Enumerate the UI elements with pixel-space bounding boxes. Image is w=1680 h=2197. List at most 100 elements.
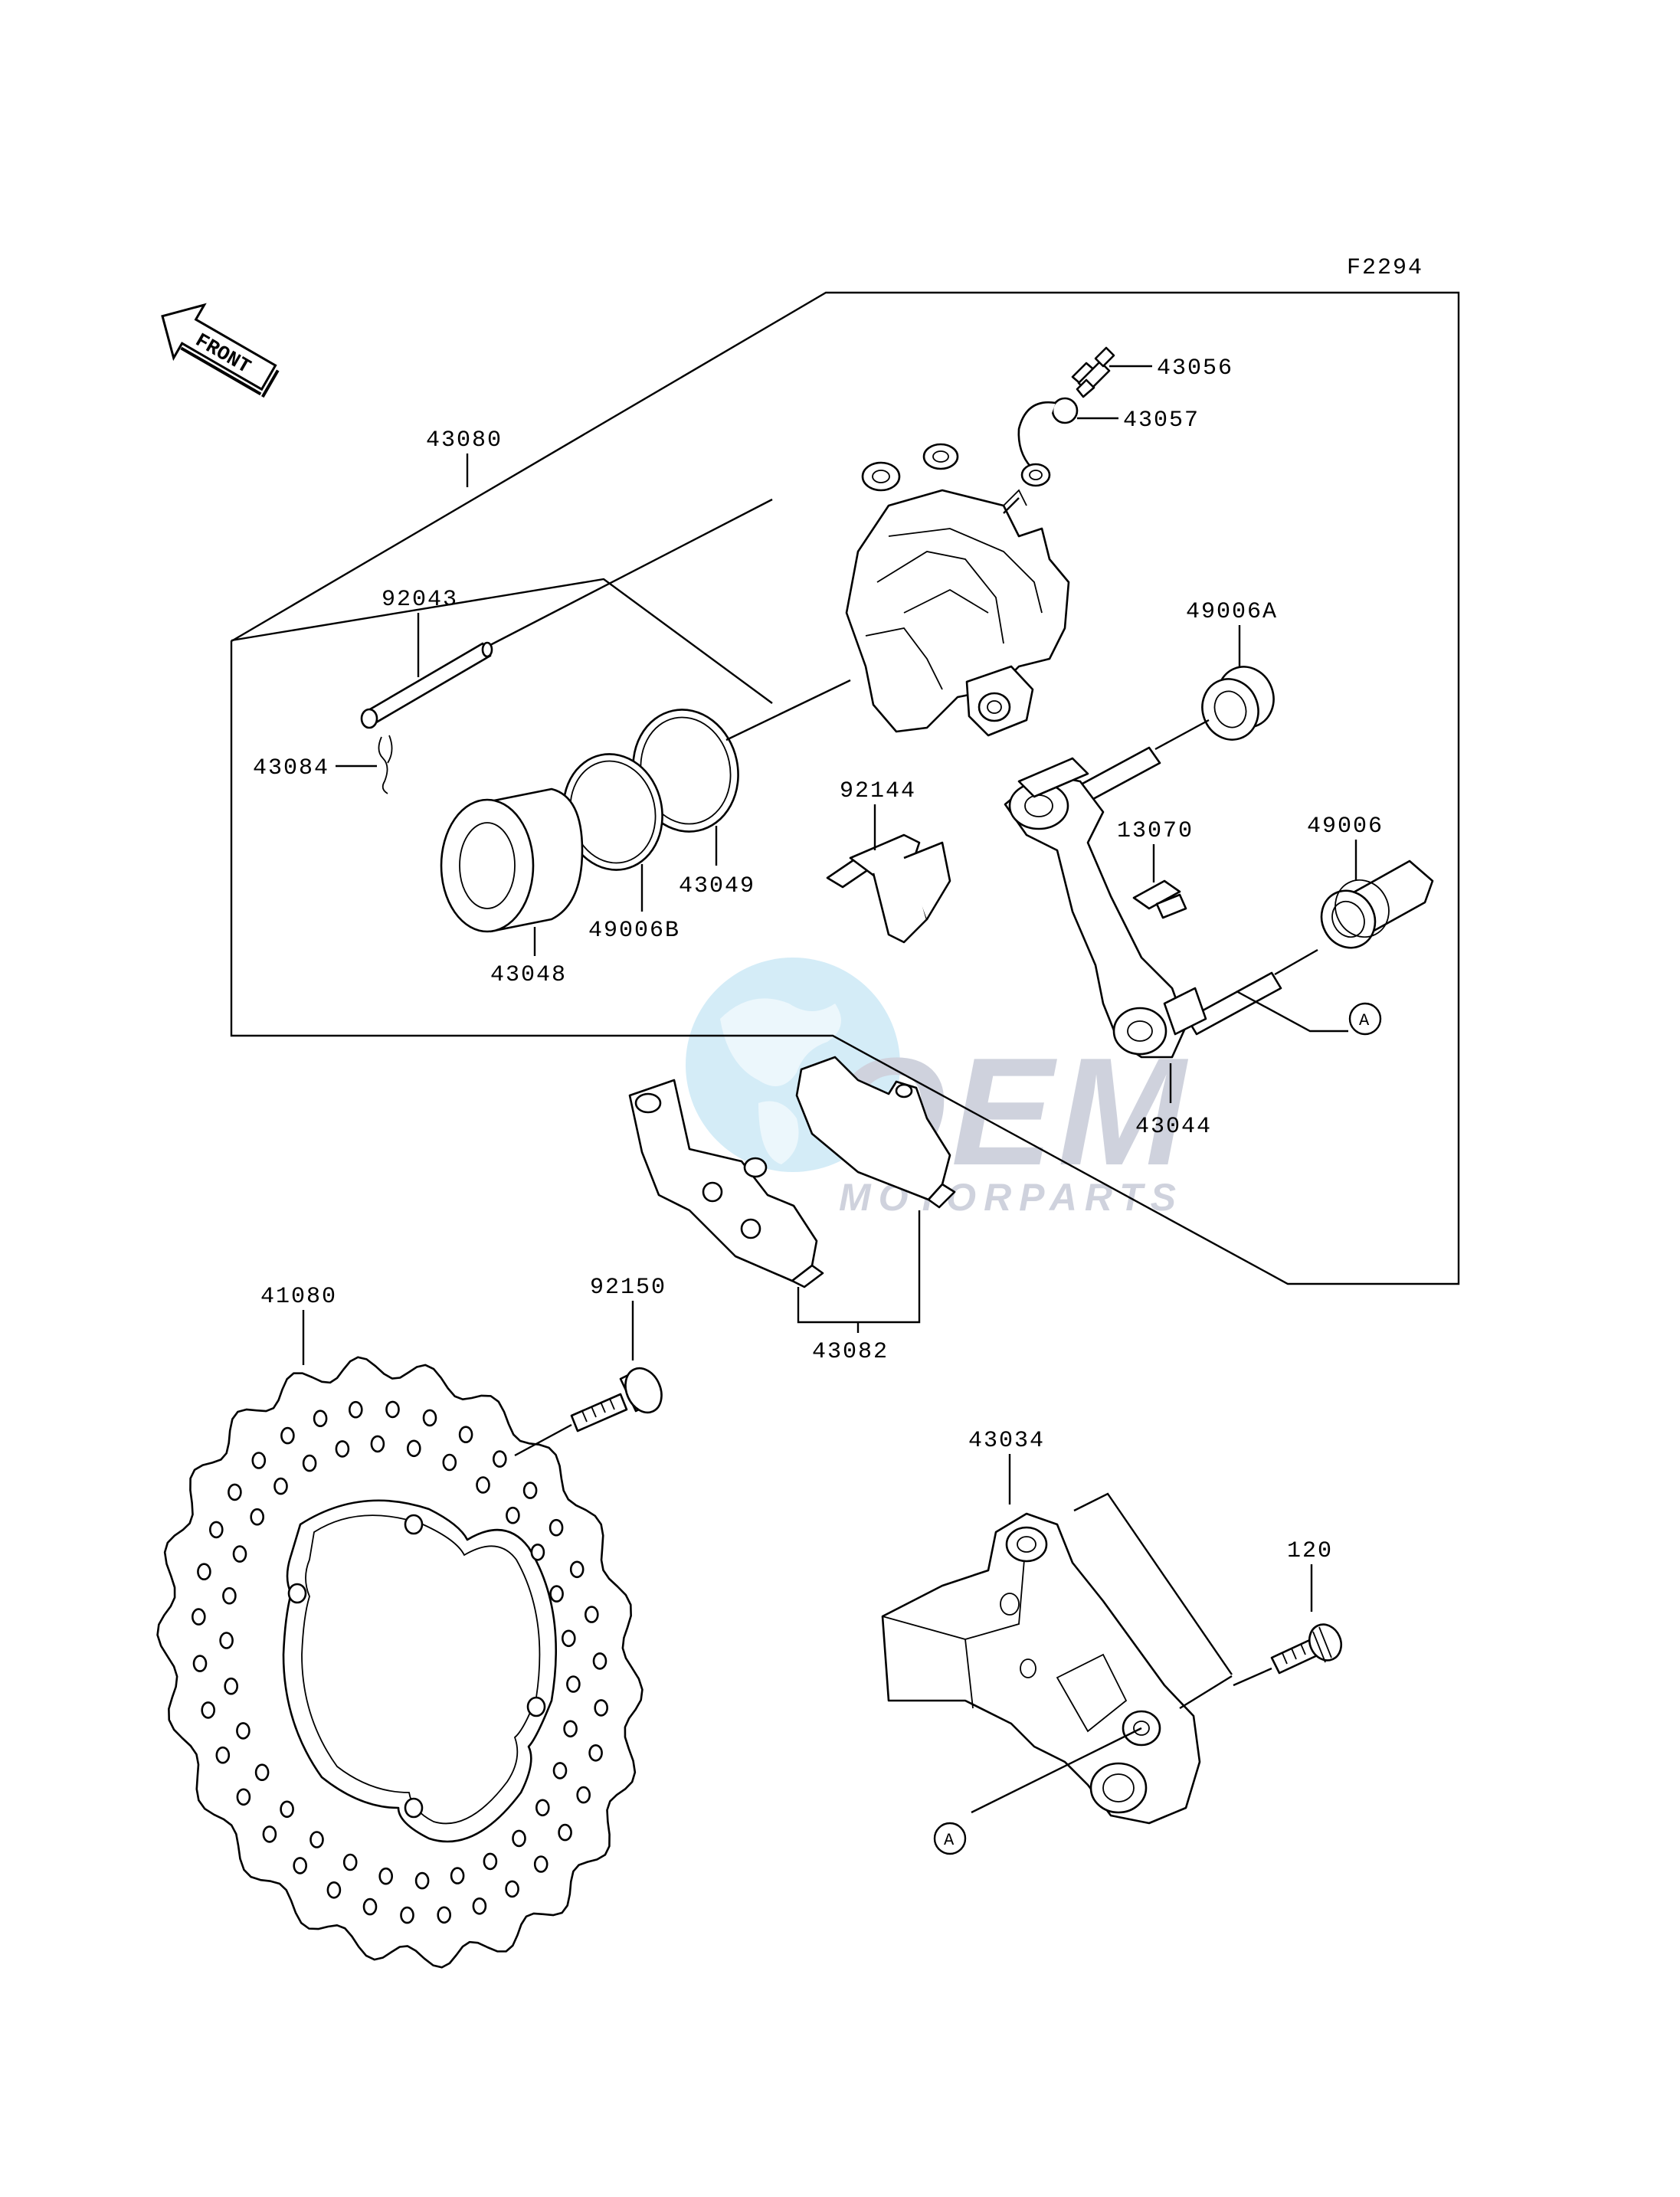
label-41080: 41080: [260, 1284, 337, 1310]
disc-drilled-hole: [385, 1400, 400, 1419]
disc-drilled-hole: [342, 1853, 358, 1871]
label-43082: 43082: [812, 1339, 889, 1365]
disc-drilled-hole: [309, 1831, 324, 1848]
disc-drilled-hole: [535, 1799, 550, 1817]
disc-mount-hole: [404, 1514, 424, 1535]
bracket-bolt: [1270, 1623, 1343, 1675]
label-43084: 43084: [253, 755, 329, 781]
label-92150: 92150: [590, 1275, 666, 1301]
caliper-pin: [360, 641, 493, 729]
disc-drilled-hole: [208, 1521, 224, 1539]
caliper-bracket-arm: [1004, 746, 1282, 1059]
bracket-retainer: [1132, 879, 1187, 919]
disc-drilled-hole: [215, 1746, 231, 1764]
disc-drilled-hole: [406, 1439, 421, 1458]
disc-drilled-hole: [576, 1786, 591, 1804]
disc-drilled-hole: [472, 1897, 487, 1915]
disc-drilled-hole: [378, 1867, 394, 1885]
label-92144: 92144: [840, 778, 916, 804]
label-49006B: 49006B: [588, 918, 680, 944]
svg-text:A: A: [1359, 1011, 1370, 1030]
disc-drilled-hole: [222, 1586, 237, 1605]
label-13070: 13070: [1117, 818, 1194, 844]
disc-bolt: [570, 1367, 663, 1432]
disc-drilled-hole: [506, 1506, 520, 1524]
piston-group-outline: [231, 578, 773, 704]
disc-drilled-hole: [563, 1720, 578, 1738]
disc-mount-hole: [526, 1696, 546, 1717]
piston: [440, 787, 584, 933]
disc-drilled-hole: [549, 1585, 564, 1603]
disc-drilled-hole: [262, 1825, 277, 1843]
disc-drilled-hole: [437, 1906, 452, 1924]
disc-drilled-hole: [293, 1857, 308, 1874]
front-arrow-icon: FRONT: [161, 303, 280, 398]
brake-pads: [628, 1056, 956, 1288]
disc-drilled-hole: [362, 1897, 378, 1916]
disc-drilled-hole: [584, 1606, 599, 1623]
disc-drilled-hole: [569, 1560, 585, 1579]
disc-drilled-hole: [566, 1675, 581, 1693]
label-49006A: 49006A: [1186, 599, 1278, 625]
label-92043: 92043: [382, 587, 458, 613]
disc-drilled-hole: [273, 1477, 288, 1495]
disc-drilled-hole: [592, 1652, 607, 1670]
disc-drilled-hole: [280, 1426, 295, 1445]
pin-clip: [378, 735, 393, 794]
disc-drilled-hole: [458, 1426, 473, 1443]
disc-drilled-hole: [442, 1453, 457, 1472]
disc-drilled-hole: [505, 1880, 519, 1898]
disc-mount-hole: [404, 1797, 424, 1819]
diagram-code: F2294: [1347, 255, 1423, 281]
disc-drilled-hole: [558, 1823, 572, 1842]
disc-drilled-hole: [530, 1544, 545, 1561]
disc-drilled-hole: [533, 1855, 549, 1873]
bleeder-cap: [1017, 397, 1079, 487]
disc-drilled-hole: [192, 1655, 208, 1672]
disc-drilled-hole: [228, 1483, 242, 1501]
disc-drilled-hole: [335, 1440, 350, 1458]
disc-drilled-hole: [302, 1454, 317, 1472]
disc-mount-hole: [287, 1583, 307, 1604]
disc-drilled-hole: [250, 1508, 265, 1526]
caliper-body: [845, 443, 1070, 737]
disc-drilled-hole: [476, 1476, 490, 1494]
caliper-assembly-outline: [230, 291, 1460, 1285]
slide-pin-boot-lower: [1320, 859, 1434, 949]
disc-drilled-hole: [236, 1788, 251, 1806]
disc-drilled-hole: [232, 1545, 247, 1563]
disc-drilled-hole: [552, 1762, 568, 1780]
ref-marker-a-lower: A: [933, 1822, 967, 1855]
disc-drilled-hole: [313, 1410, 328, 1427]
disc-drilled-hole: [224, 1677, 239, 1695]
disc-drilled-hole: [236, 1722, 251, 1740]
disc-drilled-hole: [219, 1632, 234, 1649]
disc-drilled-hole: [414, 1871, 430, 1890]
disc-drilled-hole: [522, 1482, 538, 1499]
disc-drilled-hole: [422, 1409, 437, 1427]
label-43049: 43049: [679, 873, 755, 899]
label-49006: 49006: [1307, 814, 1384, 840]
label-43048: 43048: [490, 962, 567, 988]
label-43080: 43080: [426, 427, 503, 453]
label-43057: 43057: [1123, 408, 1200, 434]
label-43034: 43034: [968, 1428, 1045, 1454]
disc-drilled-hole: [197, 1563, 211, 1580]
disc-drilled-hole: [348, 1400, 363, 1419]
disc-drilled-hole: [594, 1699, 609, 1717]
brake-disc: [156, 1356, 644, 1969]
bleeder-valve: [1071, 346, 1115, 398]
label-43044: 43044: [1135, 1114, 1212, 1140]
label-120: 120: [1287, 1538, 1333, 1564]
slide-pin-boot-upper: [1201, 666, 1275, 741]
svg-text:A: A: [944, 1831, 955, 1850]
disc-drilled-hole: [191, 1608, 206, 1626]
disc-drilled-hole: [492, 1450, 507, 1468]
label-43056: 43056: [1157, 355, 1233, 381]
disc-drilled-hole: [326, 1881, 342, 1899]
disc-drilled-hole: [254, 1763, 270, 1781]
disc-drilled-hole: [588, 1744, 603, 1762]
disc-drilled-hole: [483, 1852, 498, 1871]
disc-drilled-hole: [370, 1435, 385, 1453]
